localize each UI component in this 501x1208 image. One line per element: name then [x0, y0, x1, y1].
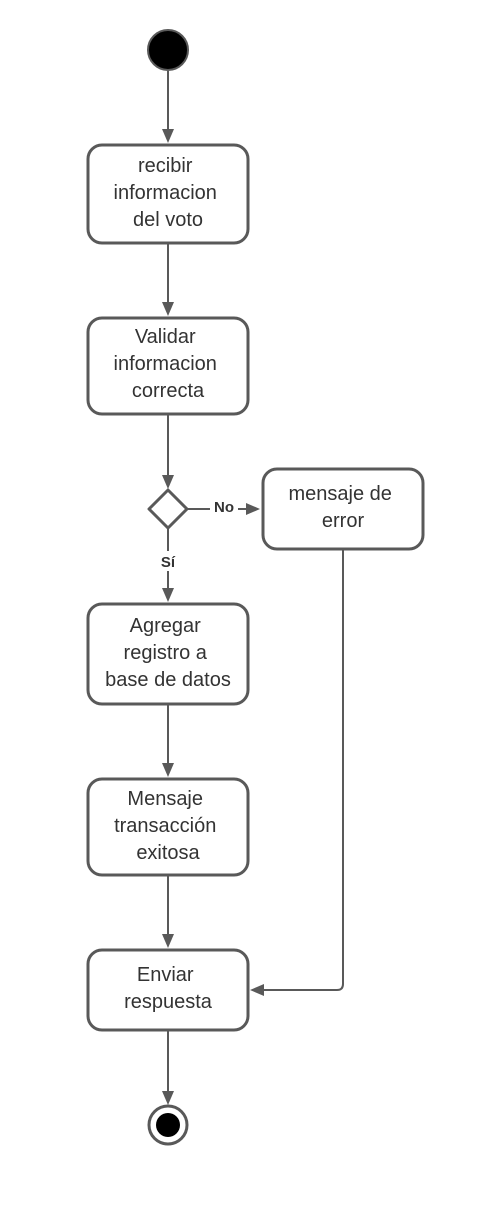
activity-validar-informacion — [86, 316, 250, 416]
arrow-agregar-to-mensaje — [162, 763, 174, 777]
arrow-recibir-to-validar — [162, 302, 174, 316]
activity-validar-line-3: correcta — [132, 380, 205, 402]
activity-mensaje-line-3: exitosa — [136, 842, 200, 864]
end-node-inner — [156, 1113, 180, 1137]
arrow-enviar-to-end — [162, 1091, 174, 1105]
arrow-decision-to-error — [246, 503, 260, 515]
activity-validar-label: Validar informacion correcta — [114, 326, 223, 402]
activity-recibir-informacion — [86, 143, 250, 245]
activity-validar-line-2: informacion — [114, 353, 217, 375]
activity-mensaje-error — [261, 467, 425, 551]
activity-error-label: mensaje de error — [289, 483, 398, 532]
edge-label-no: No — [214, 499, 234, 516]
activity-agregar-label: Agregar registro a base de datos — [105, 615, 231, 691]
activity-enviar-respuesta — [86, 948, 250, 1032]
activity-agregar-line-3: base de datos — [105, 669, 231, 691]
activity-enviar-label: Enviar respuesta — [124, 964, 213, 1013]
activity-mensaje-line-1: Mensaje — [127, 788, 203, 810]
activity-recibir-label: recibir informacion del voto — [114, 155, 223, 231]
decision-node — [147, 488, 189, 530]
edges — [162, 71, 344, 1105]
activity-agregar-line-1: Agregar — [130, 615, 201, 637]
activity-recibir-line-2: informacion — [114, 182, 217, 204]
edge-label-si: Sí — [161, 554, 176, 571]
activity-enviar-line-2: respuesta — [124, 991, 213, 1013]
start-node — [147, 29, 189, 71]
activity-mensaje-label: Mensaje transacción exitosa — [114, 788, 222, 864]
activity-mensaje-transaccion — [86, 777, 250, 877]
activity-error-line-2: error — [322, 510, 365, 532]
activity-validar-line-1: Validar — [135, 326, 196, 348]
activity-recibir-line-3: del voto — [133, 209, 203, 231]
arrow-error-to-enviar — [250, 984, 264, 996]
activity-recibir-line-1: recibir — [138, 155, 193, 177]
activity-mensaje-line-2: transacción — [114, 815, 216, 837]
arrow-decision-to-agregar — [162, 588, 174, 602]
edge-error-to-enviar — [263, 550, 344, 991]
activity-enviar-line-1: Enviar — [137, 964, 194, 986]
arrow-start-to-recibir — [162, 129, 174, 143]
arrow-mensaje-to-enviar — [162, 934, 174, 948]
edge-label-no-bg — [210, 497, 238, 517]
arrow-validar-to-decision — [162, 475, 174, 489]
activity-agregar-line-2: registro a — [124, 642, 208, 664]
edge-label-si-bg — [155, 551, 181, 571]
activity-agregar-registro — [86, 602, 250, 706]
activity-error-line-1: mensaje de — [289, 483, 392, 505]
